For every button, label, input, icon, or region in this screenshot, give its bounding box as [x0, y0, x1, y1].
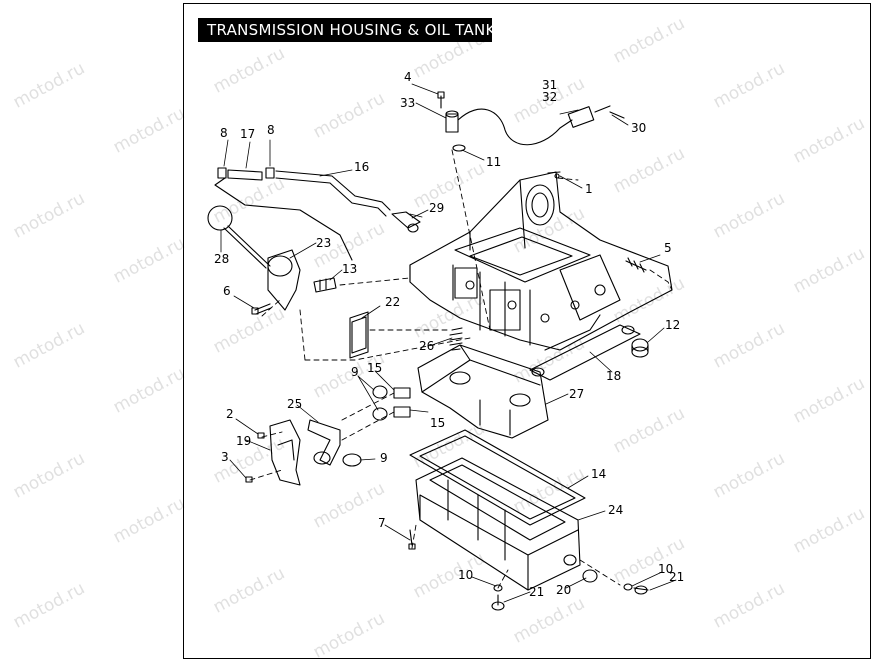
callout-10-right: 10 — [658, 562, 674, 576]
callout-4: 4 — [404, 70, 412, 84]
callout-14: 14 — [591, 467, 607, 481]
callout-15-lower: 15 — [430, 416, 446, 430]
callout-10-left: 10 — [458, 568, 474, 582]
callout-33: 33 — [400, 96, 416, 110]
spring-26 — [449, 327, 463, 351]
callout-32: 32 — [542, 90, 558, 104]
callout-12: 12 — [665, 318, 681, 332]
callout-21-left: 21 — [529, 585, 545, 599]
drain-plugs — [491, 569, 649, 611]
callout-31: 31 — [542, 78, 558, 92]
sensor-assembly — [437, 91, 625, 152]
dipstick-28 — [207, 205, 271, 269]
callout-13: 13 — [342, 262, 358, 276]
diagram-frame — [183, 3, 871, 659]
fitting-13 — [313, 277, 337, 293]
callout-23: 23 — [316, 236, 332, 250]
callout-30: 30 — [631, 121, 647, 135]
callout-9-upper: 9 — [351, 365, 359, 379]
bolt-7 — [408, 529, 416, 550]
transmission-housing — [409, 171, 673, 351]
callout-2: 2 — [226, 407, 234, 421]
callout-8-right: 8 — [267, 123, 275, 137]
callout-3: 3 — [221, 450, 229, 464]
callout-22: 22 — [385, 295, 401, 309]
callout-29: 29 — [429, 201, 445, 215]
plug-12 — [631, 338, 649, 358]
callout-25: 25 — [287, 397, 303, 411]
oil-pan-24 — [415, 457, 581, 591]
diagram-title: TRANSMISSION HOUSING & OIL TANK — [198, 18, 495, 42]
bracket-18 — [529, 314, 641, 381]
callout-11: 11 — [486, 155, 502, 169]
gasket-14 — [409, 429, 586, 526]
gasket-22 — [349, 311, 369, 359]
bolt-6 — [251, 303, 272, 315]
cover-23 — [267, 249, 301, 311]
callout-26: 26 — [419, 339, 435, 353]
callout-27: 27 — [569, 387, 585, 401]
callout-18: 18 — [606, 369, 622, 383]
callout-9-lower: 9 — [380, 451, 388, 465]
callout-17: 17 — [240, 127, 256, 141]
fittings-15 — [342, 385, 411, 467]
hose-25 — [307, 419, 341, 466]
callout-5: 5 — [664, 241, 672, 255]
callout-15-upper: 15 — [367, 361, 383, 375]
callout-6: 6 — [223, 284, 231, 298]
callout-16: 16 — [354, 160, 370, 174]
callout-8-left: 8 — [220, 126, 228, 140]
oil-tank-27 — [417, 344, 549, 439]
callout-21-right: 21 — [669, 570, 685, 584]
stud-5 — [625, 257, 647, 273]
callout-1: 1 — [585, 182, 593, 196]
vent-line — [214, 167, 421, 261]
callout-19: 19 — [236, 434, 252, 448]
callout-7: 7 — [378, 516, 386, 530]
cover-19 — [245, 419, 301, 486]
callout-28: 28 — [214, 252, 230, 266]
alignment-lines — [249, 149, 673, 589]
callout-20: 20 — [556, 583, 572, 597]
leader-lines — [220, 83, 677, 603]
callout-24: 24 — [608, 503, 624, 517]
